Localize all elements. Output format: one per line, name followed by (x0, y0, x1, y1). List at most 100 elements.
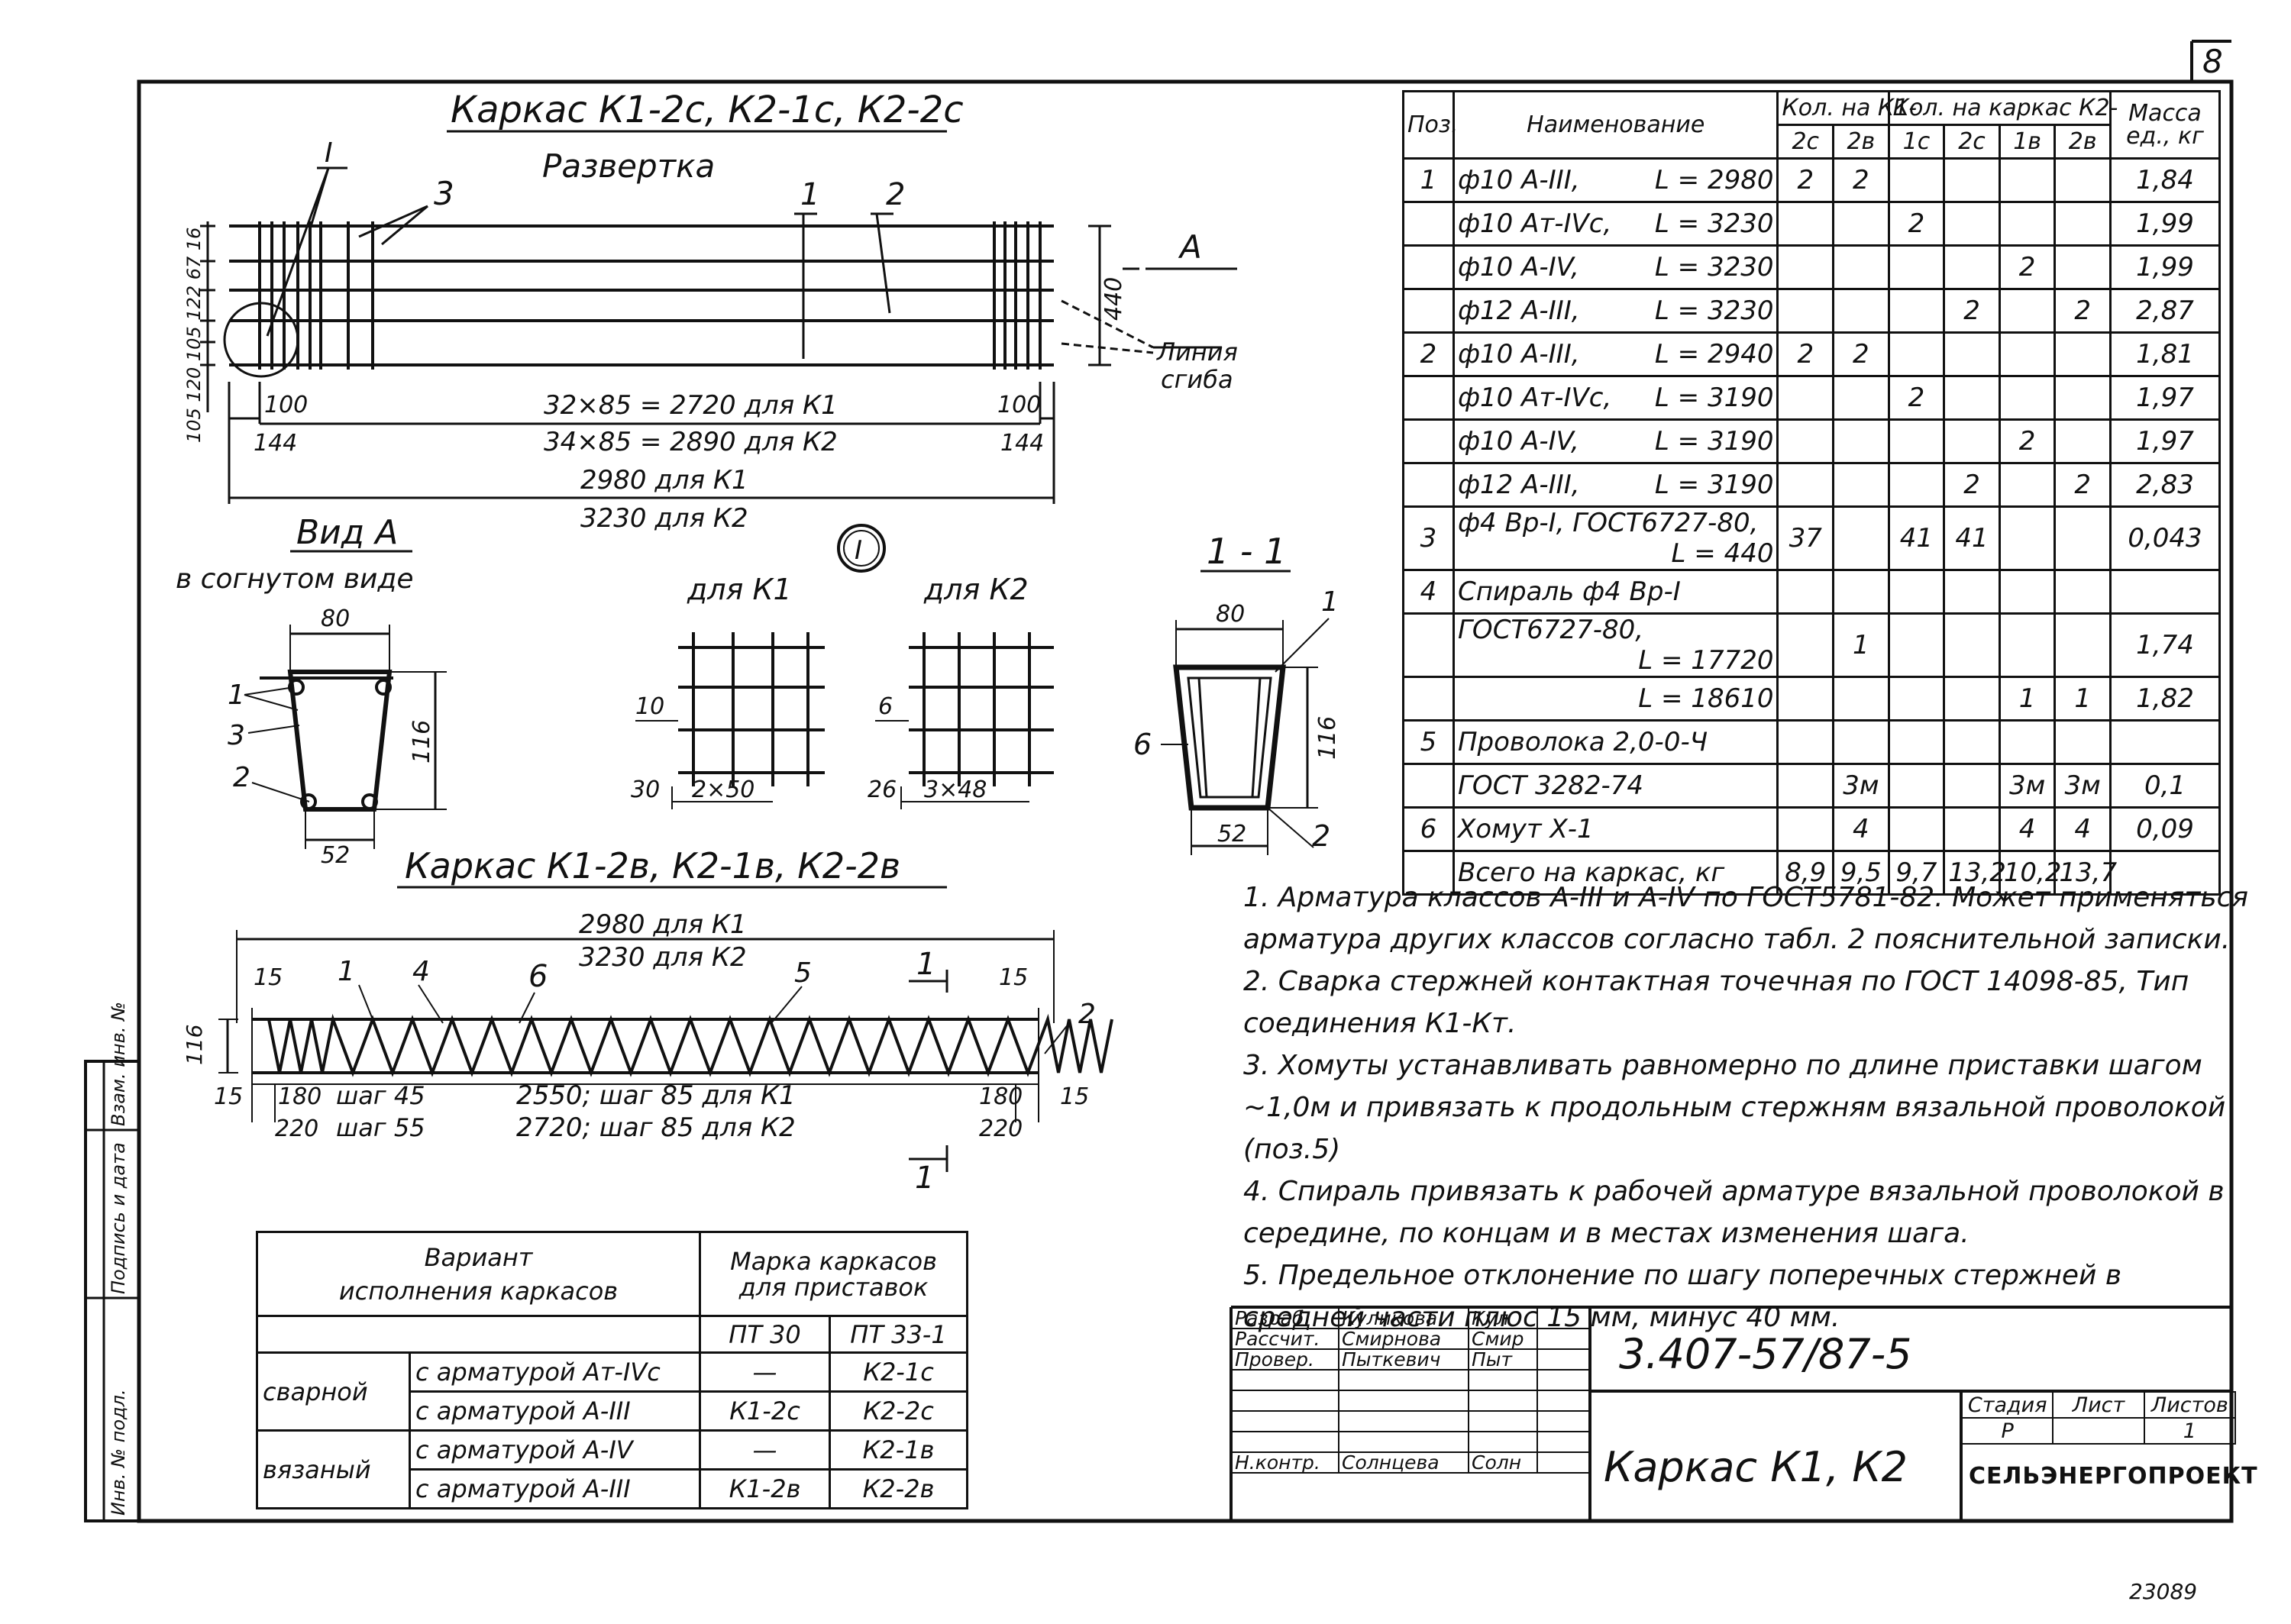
spec-cell-rebar: ф10 Ат-IVс, (1457, 208, 1612, 239)
spec-cell-mass: 1,81 (2109, 331, 2221, 377)
spec-cell-k2-2v (2053, 331, 2112, 377)
spec-cell-pos: 2 (1402, 331, 1455, 377)
variant-header-variant: Вариант (424, 1242, 533, 1272)
spec-header-k2-1v: 1в (1998, 124, 2057, 160)
variant-header-pt30: ПТ 30 (699, 1315, 831, 1354)
detail-for-k1: для К1 (687, 573, 792, 606)
signature-name (1338, 1410, 1469, 1432)
spec-cell-length: L = 17720 (1638, 645, 1774, 676)
bend-line-label-1: Линия (1156, 337, 1238, 366)
spec-cell-pos (1402, 676, 1455, 722)
viewA-pos-2: 2 (233, 762, 250, 793)
stage-header: Стадия (1960, 1391, 2054, 1419)
spec-cell-length: L = 3190 (1654, 470, 1774, 500)
spec-cell-length: L = 2980 (1654, 165, 1774, 195)
drawing1-subtitle: Развертка (542, 147, 715, 185)
spec-cell-k1-2v: 1 (1832, 612, 1890, 678)
spec-cell-mass (2109, 850, 2221, 896)
bend-line-label-2: сгиба (1161, 365, 1233, 394)
section11-dim-80: 80 (1216, 601, 1245, 628)
spec-cell-k2-1c (1887, 418, 1946, 464)
spec-cell-mass: 1,97 (2109, 375, 2221, 421)
variant-row-pt33: К2-2с (828, 1390, 969, 1432)
spec-cell-rebar: ф12 А-III, (1457, 470, 1580, 500)
viewA-pos-1: 1 (228, 680, 245, 711)
drawing2-sec-1-top: 1 (916, 947, 935, 982)
spec-cell-k2-2v: 3м (2053, 763, 2112, 809)
spec-cell-k2-2c: 2 (1943, 462, 2001, 508)
drawing2-pos-1: 1 (338, 956, 355, 987)
note-1: 1. Арматура классов А-III и А-IV по ГОСТ… (1243, 882, 2249, 955)
signature-sign: Кул (1468, 1307, 1538, 1329)
signature-row (1231, 1390, 1591, 1412)
stage-table: Стадия Лист Листов Р 1 (1960, 1391, 2237, 1445)
variant-row-desc: с арматурой А-IV (409, 1429, 701, 1471)
spec-cell-rebar: Всего на каркас, кг (1457, 857, 1725, 888)
spec-header-k2-2c: 2с (1943, 124, 2001, 160)
spec-cell-rebar: Хомут Х-1 (1457, 814, 1594, 844)
pos-3-label: 3 (434, 175, 454, 212)
spec-cell-k2-1v (1998, 719, 2057, 765)
spec-header-k2-1c: 1с (1887, 124, 1946, 160)
drawing2-step45: шаг 45 (336, 1081, 425, 1110)
signature-sign (1468, 1369, 1538, 1391)
signature-role (1231, 1369, 1339, 1391)
signature-name: Солнцева (1338, 1451, 1469, 1474)
signature-role: Провер. (1231, 1348, 1339, 1371)
detail-k1-dim-30: 30 (631, 776, 660, 803)
signature-name (1338, 1369, 1469, 1391)
detail-I-drawing: I для К1 для К2 (631, 524, 1054, 809)
spec-cell-k1-2v (1832, 569, 1890, 615)
spec-cell-k2-1v (1998, 331, 2057, 377)
spec-cell-k2-1v: 1 (1998, 676, 2057, 722)
signature-role: Разраб. (1231, 1307, 1339, 1329)
detail-for-k2: для К2 (923, 573, 1029, 606)
spec-cell-k2-2v (2053, 418, 2112, 464)
spec-cell-mass: 1,97 (2109, 418, 2221, 464)
drawing2-dim-k2-len: 3230 для К2 (579, 942, 747, 973)
variant-header-mark: Марка каркасов для приставок (698, 1231, 969, 1317)
sheets-value: 1 (2143, 1417, 2237, 1445)
detail-k2-dim-26: 26 (868, 776, 897, 803)
drawing2-pos-5: 5 (794, 957, 812, 989)
spec-cell-k2-2c: 13,2 (1943, 850, 2006, 896)
section11-dim-116: 116 (1314, 716, 1341, 760)
signature-role (1231, 1390, 1339, 1412)
spec-cell-k2-2v (2053, 612, 2112, 678)
spec-cell-pos: 3 (1402, 505, 1455, 571)
spec-cell-k2-2v (2053, 375, 2112, 421)
spec-cell-k2-2c (1943, 676, 2001, 722)
spec-cell-length: L = 18610 (1638, 683, 1774, 714)
spec-cell-k2-1c (1887, 806, 1946, 852)
viewA-subtitle: в согнутом виде (176, 563, 413, 595)
spec-cell-k1-2c (1776, 244, 1835, 290)
spec-cell-k2-1v: 3м (1998, 763, 2057, 809)
spec-cell-k1-2c: 8,9 (1776, 850, 1835, 896)
spec-cell-k2-2v (2053, 157, 2112, 203)
spec-cell-k1-2v (1832, 418, 1890, 464)
note-3: 3. Хомуты устанавливать равномерно по дл… (1243, 1050, 2226, 1165)
variant-row-desc: с арматурой А-III (409, 1468, 701, 1509)
signature-row (1231, 1431, 1591, 1453)
signature-role (1231, 1410, 1339, 1432)
section11-title: 1 - 1 (1207, 531, 1286, 572)
tied-frame-drawing: Каркас К1-2в, К2-1в, К2-2в (182, 845, 1113, 1196)
variant-row-pt30: К1-2в (699, 1468, 831, 1509)
spec-cell-k1-2c (1776, 612, 1835, 678)
section-A-label: А (1178, 228, 1202, 266)
signature-sign (1468, 1390, 1538, 1412)
spec-cell-k2-2v: 1 (2053, 676, 2112, 722)
spec-cell-k2-1v (1998, 201, 2057, 247)
dim-k1-pitch: 32×85 = 2720 для К1 (544, 390, 838, 421)
spec-cell-rebar: ГОСТ6727-80, (1457, 615, 1644, 645)
note-4: 4. Спираль привязать к рабочей арматуре … (1243, 1176, 2225, 1249)
spec-cell-k2-1v: 10,2 (1998, 850, 2062, 896)
spec-cell-pos: 5 (1402, 719, 1455, 765)
